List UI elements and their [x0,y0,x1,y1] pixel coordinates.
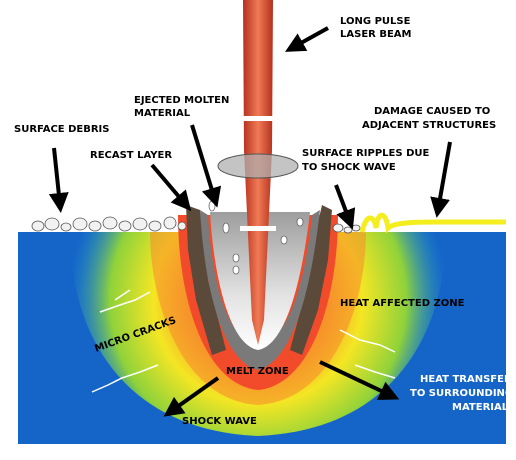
label-heat-transfer-3: MATERIAL [452,402,509,413]
adjacent-structure-damage [359,212,506,234]
label-melt-zone: MELT ZONE [226,366,289,377]
arrow-heat-transfer [319,360,400,400]
label-damage-2: ADJACENT STRUCTURES [362,120,496,131]
label-recast-layer: RECAST LAYER [90,150,172,161]
arrow-recast [150,163,192,212]
recast-layer-right [290,205,332,355]
beam-break [240,116,276,121]
surface-ripples [332,223,361,234]
melt-zone [200,210,320,370]
label-heat-affected-zone: HEAT AFFECTED ZONE [340,298,465,309]
arrow-shock-left [163,376,220,417]
label-damage-1: DAMAGE CAUSED TO [374,106,490,117]
label-shock-wave: SHOCK WAVE [182,416,257,427]
beam-break [240,226,276,231]
label-surface-debris: SURFACE DEBRIS [14,124,109,135]
micro-cracks [91,289,396,393]
arrow-surface-debris [48,147,69,213]
label-laser-beam-2: LASER BEAM [340,29,412,40]
label-ejected-2: MATERIAL [134,108,191,119]
arrow-damage [430,141,452,218]
label-ejected-1: EJECTED MOLTEN [134,95,229,106]
arrow-ripples [334,184,356,230]
recast-layer-left [186,205,226,355]
arrow-ejected [190,124,222,208]
focusing-lens [217,153,299,179]
label-heat-transfer-2: TO SURROUNDING [410,388,513,399]
label-heat-transfer-1: HEAT TRANSFER [420,374,512,385]
label-laser-beam-1: LONG PULSE [340,16,411,27]
label-ripples-2: TO SHOCK WAVE [302,162,396,173]
arrow-laser [285,26,329,52]
label-ripples-1: SURFACE RIPPLES DUE [302,148,429,159]
surface-debris [31,216,187,232]
pointer-arrows [48,26,452,417]
